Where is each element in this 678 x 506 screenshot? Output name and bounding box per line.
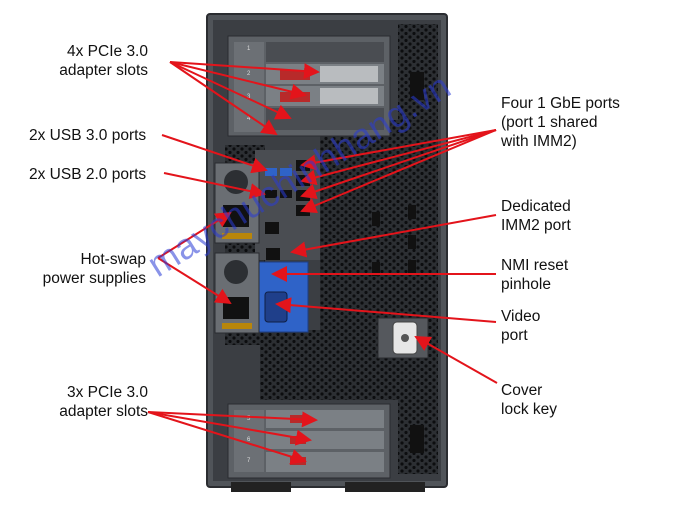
- imm2-port-2: [266, 248, 280, 260]
- arrow: [147, 411, 318, 428]
- slot-number: 3: [247, 94, 251, 100]
- callout-arrows: [147, 61, 498, 465]
- slot-number: 1: [247, 46, 251, 52]
- label-usb3: 2x USB 3.0 ports: [29, 127, 147, 144]
- arrow: [275, 297, 497, 323]
- arrow: [147, 411, 312, 446]
- power-supply-2: [214, 252, 260, 334]
- label-video-port: Video port: [501, 308, 541, 344]
- slot-number: 5: [247, 416, 251, 422]
- label-usb2: 2x USB 2.0 ports: [29, 166, 147, 183]
- usb-2-ports: [265, 190, 292, 198]
- arrow: [300, 129, 497, 186]
- arrow: [169, 61, 320, 80]
- arrow: [300, 129, 497, 200]
- arrow: [290, 214, 497, 258]
- power-supply-1: [214, 162, 260, 244]
- arrow: [169, 61, 292, 120]
- label-power-supplies: Hot-swap power supplies: [42, 251, 146, 287]
- arrow: [161, 134, 268, 174]
- arrow: [163, 172, 266, 199]
- label-nmi-reset: NMI reset pinhole: [501, 257, 569, 293]
- arrow: [300, 129, 497, 213]
- arrow: [300, 129, 497, 171]
- label-pcie-bottom: 3x PCIe 3.0 adapter slots: [59, 384, 148, 420]
- slot-number: 7: [247, 458, 251, 464]
- slot-number: 2: [247, 71, 251, 77]
- label-gbe-ports: Four 1 GbE ports (port 1 shared with IMM…: [501, 95, 620, 150]
- arrow: [169, 61, 307, 100]
- arrow: [414, 336, 498, 384]
- pcie-slots-top: [234, 42, 384, 132]
- imm2-port: [265, 222, 279, 234]
- label-pcie-top: 4x PCIe 3.0 adapter slots: [59, 43, 148, 79]
- video-port-connector: [264, 291, 288, 323]
- vent-grill-lower: [260, 330, 340, 400]
- cover-lock: [377, 317, 429, 359]
- slot-number: 4: [247, 116, 251, 122]
- arrow: [157, 211, 232, 259]
- arrow: [157, 257, 232, 305]
- slot-number: 6: [247, 437, 251, 443]
- label-imm2-port: Dedicated IMM2 port: [501, 198, 571, 234]
- arrow: [169, 61, 278, 136]
- arrow: [147, 411, 307, 465]
- label-cover-lock: Cover lock key: [501, 382, 557, 418]
- usb-3-ports: [265, 168, 292, 176]
